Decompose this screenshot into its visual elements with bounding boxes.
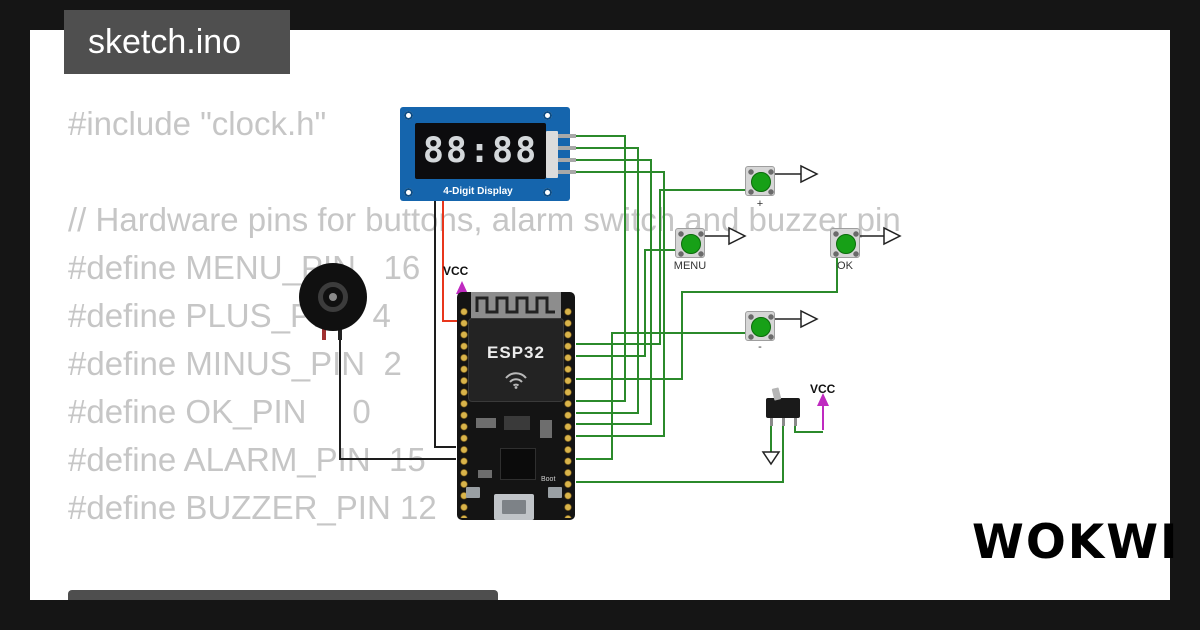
- en-button[interactable]: [466, 487, 480, 498]
- display-label: 4-Digit Display: [443, 186, 513, 197]
- esp32-board[interactable]: ESP32 Boot: [457, 292, 575, 520]
- vcc-label-esp: VCC: [443, 264, 469, 278]
- display-connector: [546, 131, 558, 178]
- vcc-label-switch: VCC: [810, 382, 836, 396]
- wokwi-logo: WOKWI: [972, 515, 1180, 570]
- code-line: // Hardware pins for buttons, alarm swit…: [68, 201, 901, 238]
- smd-component: [504, 416, 530, 430]
- slide-switch[interactable]: [766, 387, 800, 426]
- file-tab[interactable]: sketch.ino: [64, 10, 290, 74]
- antenna-trace: [475, 296, 555, 314]
- mounting-hole: [543, 188, 552, 197]
- pushbutton-ok[interactable]: [830, 228, 860, 258]
- pushbutton-menu-label: MENU: [673, 260, 707, 272]
- display-pin: [558, 170, 576, 174]
- esp32-pins-right: [563, 306, 573, 518]
- display-pin: [558, 146, 576, 150]
- button-cap[interactable]: [836, 234, 856, 254]
- pushbutton-menu[interactable]: [675, 228, 705, 258]
- seven-segment-screen: 88:88: [415, 123, 546, 179]
- file-tab-label: sketch.ino: [88, 22, 242, 61]
- code-line: #include "clock.h": [68, 105, 327, 142]
- usb-uart-chip: [500, 448, 536, 480]
- code-line: #define MINUS_PIN 2: [68, 345, 402, 382]
- buzzer-ring: [318, 282, 348, 312]
- pushbutton-ok-label: OK: [837, 260, 853, 272]
- buzzer-center-dot: [329, 293, 337, 301]
- tm1637-display[interactable]: 88:88 4-Digit Display: [400, 107, 576, 201]
- pushbutton-plus[interactable]: [745, 166, 775, 196]
- code-line: #define MENU_PIN 16: [68, 249, 421, 286]
- esp32-antenna: [471, 292, 561, 318]
- esp32-label: ESP32: [487, 343, 545, 362]
- display-pin: [558, 158, 576, 162]
- pushbutton-plus-label: +: [756, 198, 764, 210]
- code-line: #define BUZZER_PIN 12: [68, 489, 437, 526]
- smd-component: [540, 420, 552, 438]
- editor-canvas: #include "clock.h" // Hardware pins for …: [30, 30, 1170, 600]
- buzzer[interactable]: [299, 263, 367, 331]
- smd-component: [478, 470, 492, 478]
- buzzer-leg-negative: [338, 328, 342, 340]
- pushbutton-minus-label: -: [758, 341, 762, 353]
- display-pin: [558, 134, 576, 138]
- usb-opening: [502, 500, 526, 514]
- esp32-shield: ESP32: [468, 318, 564, 402]
- boot-button-label: Boot: [541, 476, 556, 483]
- button-cap[interactable]: [751, 172, 771, 192]
- switch-pin: [770, 418, 773, 426]
- buzzer-leg-positive: [322, 328, 326, 340]
- switch-pin: [782, 418, 785, 426]
- micro-usb-port: [494, 494, 534, 520]
- esp32-pins-left: [459, 306, 469, 518]
- clipped-code-line: [68, 590, 498, 600]
- code-block: #include "clock.h" // Hardware pins for …: [68, 100, 901, 532]
- boot-button[interactable]: [548, 487, 562, 498]
- seven-segment-digits: 88:88: [422, 131, 539, 171]
- wifi-icon: [505, 372, 527, 389]
- mounting-hole: [543, 111, 552, 120]
- button-cap[interactable]: [751, 317, 771, 337]
- smd-component: [476, 418, 496, 428]
- switch-pin: [794, 418, 797, 426]
- button-cap[interactable]: [681, 234, 701, 254]
- pushbutton-minus[interactable]: [745, 311, 775, 341]
- mounting-hole: [404, 111, 413, 120]
- mounting-hole: [404, 188, 413, 197]
